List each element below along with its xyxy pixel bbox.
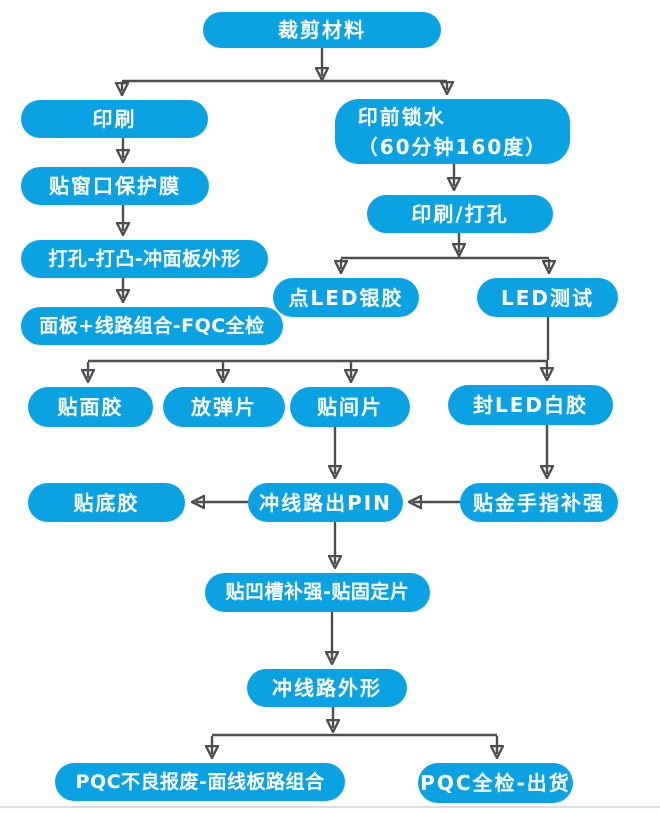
node-punch-emboss-panel: 打孔-打凸-冲面板外形 [21, 240, 268, 278]
node-punch-circuit-outline-label: 冲线路外形 [272, 676, 382, 700]
node-print-punch-label: 印刷/打孔 [411, 202, 509, 226]
node-led-test-label: LED测试 [500, 285, 594, 310]
node-window-protect-film-label: 贴窗口保护膜 [49, 174, 181, 198]
node-cut-material-label: 裁剪材料 [278, 18, 366, 42]
node-punch-emboss-panel-label: 打孔-打凸-冲面板外形 [48, 247, 241, 270]
node-punch-circuit-pin: 冲线路出PIN [248, 483, 403, 522]
node-bottom-adhesive: 贴底胶 [28, 483, 185, 522]
node-seal-led-white-label: 封LED白胶 [472, 393, 588, 417]
node-gold-finger-reinforce-label: 贴金手指补强 [473, 490, 605, 515]
node-bottom-adhesive-label: 贴底胶 [73, 490, 140, 515]
node-printing: 印刷 [21, 100, 208, 138]
node-spring-piece: 放弹片 [163, 387, 285, 427]
node-punch-circuit-outline: 冲线路外形 [247, 669, 407, 707]
node-pqc-scrap-combine-label: PQC不良报废-面线板路组合 [75, 770, 325, 793]
node-face-adhesive-label: 贴面胶 [57, 395, 124, 419]
node-groove-reinforce-fix-label: 贴凹槽补强-贴固定片 [225, 581, 410, 604]
node-led-test: LED测试 [477, 278, 618, 317]
node-panel-circuit-fqc: 面板+线路组合-FQC全检 [21, 307, 283, 345]
node-cut-material: 裁剪材料 [203, 12, 441, 48]
node-punch-circuit-pin-label: 冲线路出PIN [259, 490, 392, 515]
node-pqc-inspect-ship-label: PQC全检-出货 [420, 771, 571, 795]
node-spring-piece-label: 放弹片 [191, 395, 257, 419]
node-panel-circuit-fqc-label: 面板+线路组合-FQC全检 [39, 314, 265, 337]
page-bottom-divider [0, 806, 660, 813]
node-groove-reinforce-fix: 贴凹槽补强-贴固定片 [205, 573, 430, 612]
node-dot-led-silver: 点LED银胶 [273, 278, 419, 317]
node-spacer-piece: 贴间片 [290, 387, 410, 427]
node-gold-finger-reinforce: 贴金手指补强 [460, 483, 618, 522]
node-pqc-inspect-ship: PQC全检-出货 [418, 763, 573, 803]
node-print-punch: 印刷/打孔 [367, 195, 553, 233]
node-seal-led-white: 封LED白胶 [448, 385, 613, 425]
node-face-adhesive: 贴面胶 [28, 387, 153, 427]
node-prepress-lock-water: 印前锁水 （60分钟160度） [335, 99, 570, 164]
node-dot-led-silver-label: 点LED银胶 [288, 285, 404, 310]
node-prepress-lock-water-label: 印前锁水 （60分钟160度） [357, 104, 548, 159]
node-spacer-piece-label: 贴间片 [317, 395, 383, 419]
node-window-protect-film: 贴窗口保护膜 [21, 167, 209, 205]
node-printing-label: 印刷 [92, 107, 137, 131]
node-pqc-scrap-combine: PQC不良报废-面线板路组合 [55, 763, 345, 801]
